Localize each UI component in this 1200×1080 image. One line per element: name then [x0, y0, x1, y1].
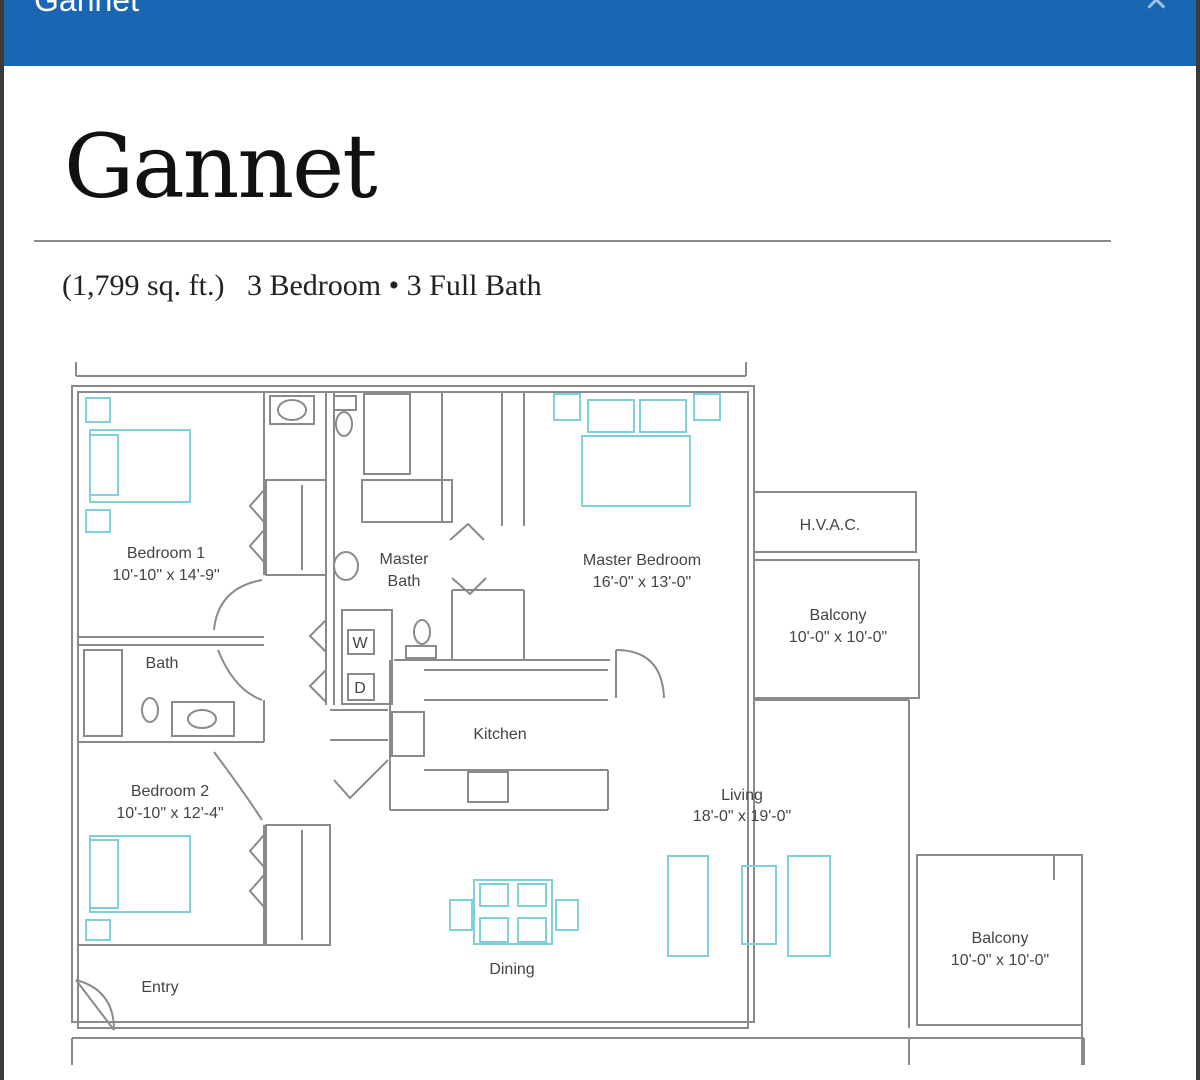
- room-label-balcony2: Balcony: [972, 930, 1029, 947]
- room-label-dining: Dining: [489, 961, 534, 978]
- dryer-label: D: [354, 680, 366, 697]
- floorplan-drawing: Bedroom 1 10'-10" x 14'-9" Bath Bedroom …: [71, 362, 1085, 1065]
- floorplan-modal: Gannet × Gannet (1,799 sq. ft.) 3 Bedroo…: [4, 0, 1196, 1080]
- room-label-master-bath-2: Bath: [388, 573, 421, 590]
- floorplan-walls: [71, 362, 1085, 1065]
- room-size-balcony1: 10'-0" x 10'-0": [789, 629, 887, 646]
- title-divider: [34, 240, 1111, 242]
- room-label-master-bedroom: Master Bedroom: [583, 552, 701, 569]
- close-button[interactable]: ×: [1144, 0, 1168, 22]
- room-size-living: 18'-0" x 19'-0": [693, 808, 791, 825]
- modal-title: Gannet: [34, 0, 139, 18]
- room-label-bedroom2: Bedroom 2: [131, 783, 209, 800]
- room-label-bath: Bath: [146, 655, 179, 672]
- room-label-entry: Entry: [141, 979, 178, 996]
- floorplan-furniture: [85, 393, 831, 957]
- room-size-bedroom2: 10'-10" x 12'-4": [116, 805, 223, 822]
- room-label-kitchen: Kitchen: [473, 726, 526, 743]
- washer-label: W: [352, 635, 368, 652]
- room-label-bedroom1: Bedroom 1: [127, 545, 205, 562]
- plan-title: Gannet: [64, 115, 378, 218]
- modal-header: Gannet ×: [4, 0, 1196, 66]
- room-label-balcony1: Balcony: [810, 607, 867, 624]
- floorplan-image: Bedroom 1 10'-10" x 14'-9" Bath Bedroom …: [4, 340, 1196, 1080]
- room-label-living: Living: [721, 787, 763, 804]
- room-size-bedroom1: 10'-10" x 14'-9": [112, 567, 219, 584]
- room-labels: Bedroom 1 10'-10" x 14'-9" Bath Bedroom …: [112, 517, 1049, 996]
- room-size-master-bedroom: 16'-0" x 13'-0": [593, 574, 691, 591]
- plan-subtitle: (1,799 sq. ft.) 3 Bedroom • 3 Full Bath: [62, 269, 542, 302]
- room-size-balcony2: 10'-0" x 10'-0": [951, 952, 1049, 969]
- room-label-master-bath-1: Master: [380, 551, 430, 568]
- room-label-hvac: H.V.A.C.: [800, 517, 861, 534]
